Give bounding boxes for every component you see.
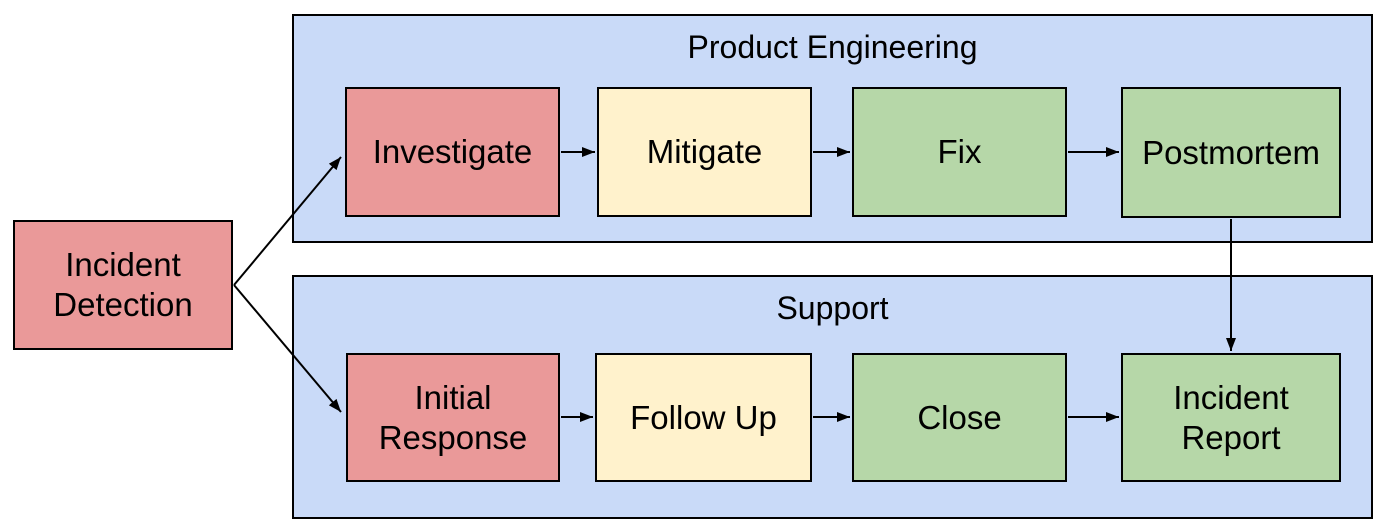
node-follow-up: Follow Up bbox=[595, 353, 812, 482]
node-postmortem: Postmortem bbox=[1121, 87, 1341, 218]
lane-title-support: Support bbox=[776, 290, 889, 326]
node-incident-report: Incident Report bbox=[1121, 353, 1341, 482]
lane-title-product-engineering: Product Engineering bbox=[687, 29, 978, 65]
node-initial-response: Initial Response bbox=[346, 353, 560, 482]
node-fix: Fix bbox=[852, 87, 1067, 217]
node-investigate: Investigate bbox=[345, 87, 560, 217]
node-mitigate: Mitigate bbox=[597, 87, 812, 217]
node-incident-detection: Incident Detection bbox=[13, 220, 233, 350]
node-close: Close bbox=[852, 353, 1067, 482]
